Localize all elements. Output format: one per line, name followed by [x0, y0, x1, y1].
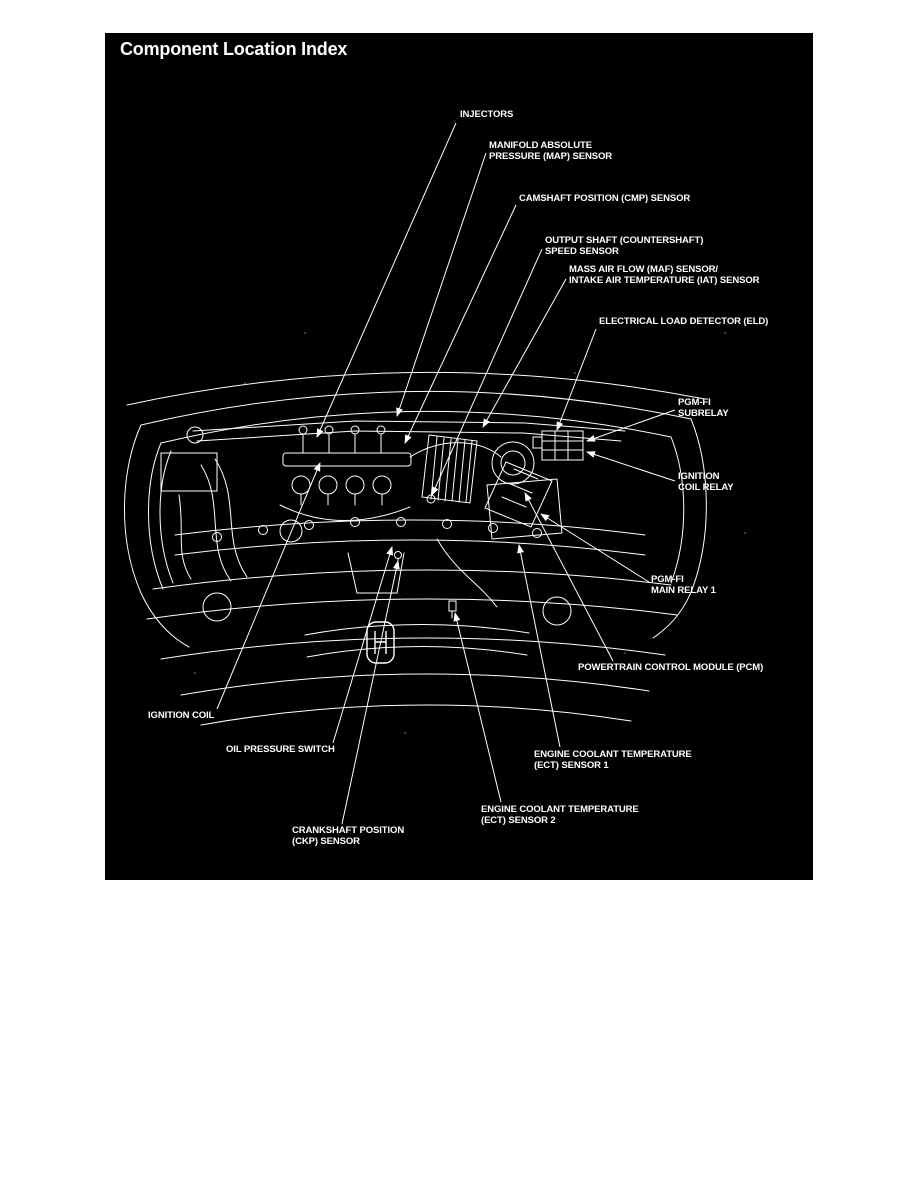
- leader-ckp-sensor: [341, 560, 400, 825]
- callout-pgm-fi-main-relay-1: PGM-FI MAIN RELAY 1: [651, 574, 716, 596]
- callout-eld: ELECTRICAL LOAD DETECTOR (ELD): [599, 316, 769, 327]
- scan-noise: [194, 332, 746, 734]
- callout-ckp-sensor: CRANKSHAFT POSITION (CKP) SENSOR: [292, 825, 405, 847]
- leader-pcm: [524, 492, 614, 662]
- injectors-group: [298, 425, 386, 454]
- callout-ignition-coil-relay: IGNITION COIL RELAY: [678, 471, 734, 493]
- callout-pgm-fi-subrelay: PGM-FI SUBRELAY: [678, 397, 729, 419]
- leader-ect-sensor-2: [453, 612, 502, 803]
- leader-ignition-coil: [216, 462, 321, 710]
- engine-components: [160, 420, 646, 619]
- intake-duct: [421, 434, 478, 504]
- leader-cmp-sensor: [404, 204, 517, 444]
- leader-eld: [556, 328, 597, 431]
- leader-injectors: [316, 122, 457, 438]
- oss-sensor-target: [426, 494, 436, 504]
- callout-maf-iat-sensor: MASS AIR FLOW (MAF) SENSOR/ INTAKE AIR T…: [569, 264, 760, 286]
- pcm-box: [484, 461, 553, 528]
- ckp-sensor-target: [394, 551, 402, 568]
- leader-pgm-fi-main-relay-1: [540, 513, 650, 583]
- engine-bay-drawing: [124, 122, 746, 825]
- leader-pgm-fi-subrelay: [586, 409, 676, 442]
- leader-maf-iat-sensor: [482, 278, 567, 428]
- page-title: Component Location Index: [120, 39, 348, 59]
- callout-pcm: POWERTRAIN CONTROL MODULE (PCM): [578, 662, 764, 673]
- car-body-outline: [124, 371, 707, 726]
- callout-ignition-coil: IGNITION COIL: [148, 710, 215, 721]
- callout-ect-sensor-2: ENGINE COOLANT TEMPERATURE (ECT) SENSOR …: [481, 804, 639, 826]
- leader-ect-sensor-1: [517, 544, 561, 748]
- ignition-coils-group: [291, 475, 392, 506]
- leader-ignition-coil-relay: [586, 451, 676, 482]
- callout-oil-pressure-switch: OIL PRESSURE SWITCH: [226, 744, 335, 755]
- callout-injectors: INJECTORS: [460, 109, 514, 120]
- leader-output-shaft-speed-sensor: [431, 248, 543, 496]
- callout-cmp-sensor: CAMSHAFT POSITION (CMP) SENSOR: [519, 193, 691, 204]
- ect2-sensor: [448, 600, 457, 619]
- diagram-page: Component Location Index: [105, 33, 813, 880]
- callout-output-shaft-speed-sensor: OUTPUT SHAFT (COUNTERSHAFT) SPEED SENSOR: [545, 235, 704, 257]
- callout-ect-sensor-1: ENGINE COOLANT TEMPERATURE (ECT) SENSOR …: [534, 749, 692, 771]
- leader-map-sensor: [396, 152, 487, 417]
- callout-map-sensor: MANIFOLD ABSOLUTE PRESSURE (MAP) SENSOR: [489, 140, 613, 162]
- leader-oil-pressure-switch: [332, 546, 394, 744]
- leader-lines: [216, 122, 676, 825]
- relay-block: [532, 430, 584, 461]
